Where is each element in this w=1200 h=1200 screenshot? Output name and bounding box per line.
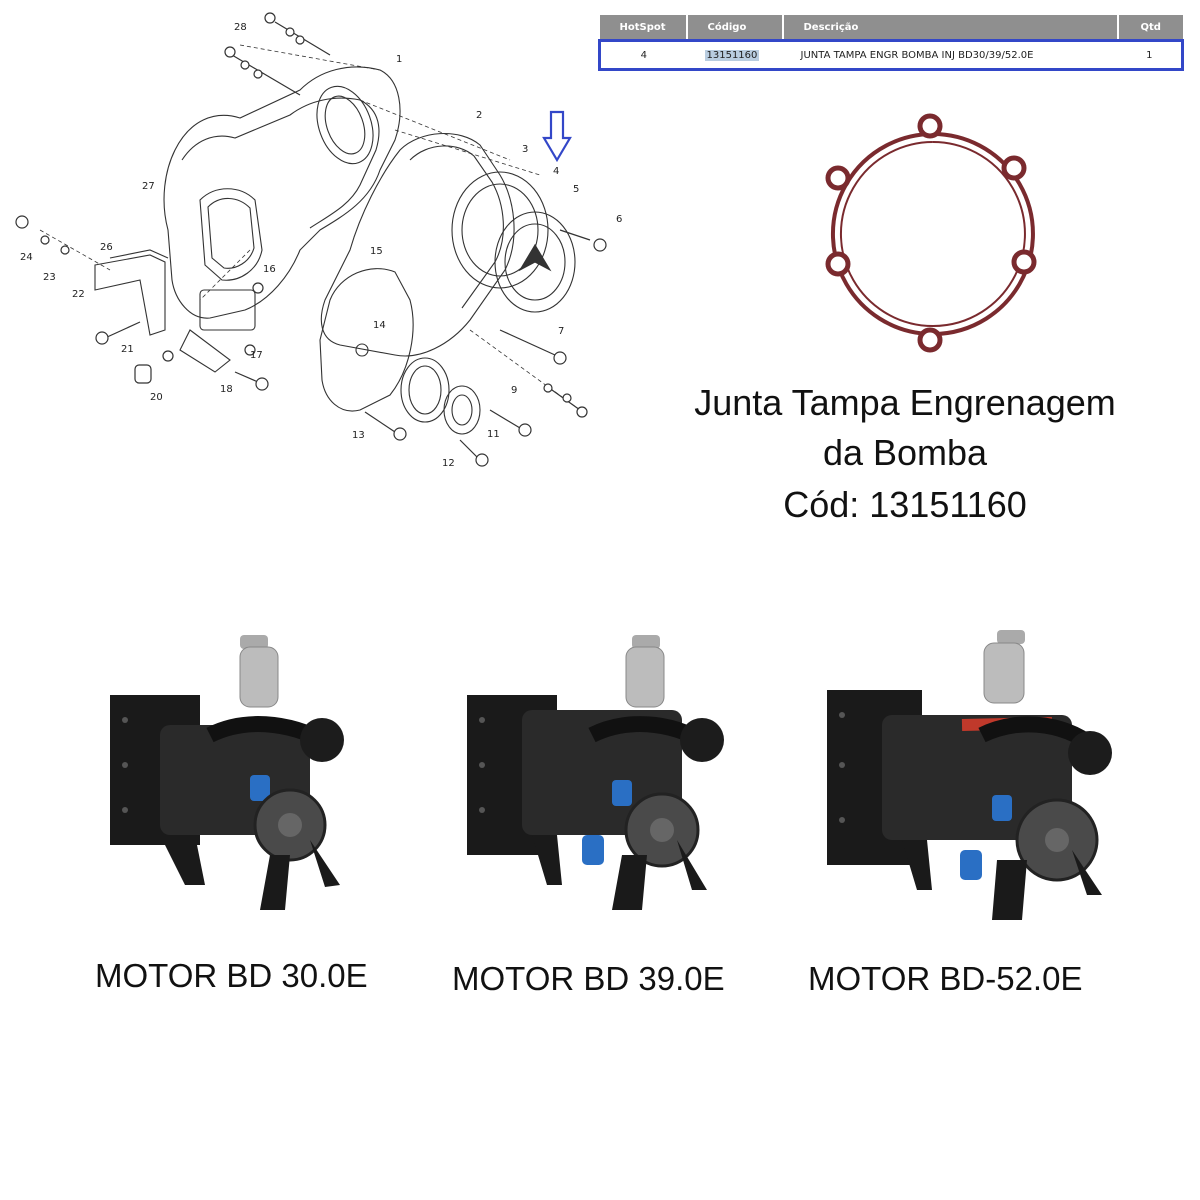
callout-27: 27 bbox=[142, 181, 155, 192]
header-qtd: Qtd bbox=[1117, 15, 1183, 41]
callout-21: 21 bbox=[121, 344, 134, 355]
product-title-line2: da Bomba bbox=[822, 432, 988, 473]
cell-qtd: 1 bbox=[1117, 39, 1184, 71]
callout-23: 23 bbox=[43, 272, 56, 283]
engine-image-bd52 bbox=[822, 625, 1112, 925]
callout-1: 1 bbox=[396, 54, 402, 65]
cell-descricao: JUNTA TAMPA ENGR BOMBA INJ BD30/39/52.0E bbox=[782, 39, 1118, 71]
callout-2: 2 bbox=[476, 110, 482, 121]
engine-image-bd39 bbox=[462, 625, 724, 925]
callout-6: 6 bbox=[616, 214, 622, 225]
callout-14: 14 bbox=[373, 320, 386, 331]
callout-11: 11 bbox=[487, 429, 500, 440]
down-arrow-icon bbox=[542, 110, 572, 163]
callout-12: 12 bbox=[442, 458, 455, 469]
product-title-line1: Junta Tampa Engrenagem bbox=[694, 382, 1116, 423]
product-code: Cód: 13151160 bbox=[783, 484, 1027, 525]
header-hotspot: HotSpot bbox=[599, 15, 688, 41]
callout-18: 18 bbox=[220, 384, 233, 395]
callout-15: 15 bbox=[370, 246, 383, 257]
callout-28: 28 bbox=[234, 22, 247, 33]
engine-label-bd52: MOTOR BD-52.0E bbox=[808, 960, 1083, 997]
callout-13: 13 bbox=[352, 430, 365, 441]
parts-table-header: HotSpot Código Descrição Qtd bbox=[599, 15, 1183, 41]
parts-table: HotSpot Código Descrição Qtd 4 13151160 … bbox=[598, 15, 1184, 71]
callout-22: 22 bbox=[72, 289, 85, 300]
gasket-image bbox=[825, 113, 1037, 353]
cell-hotspot: 4 bbox=[598, 39, 687, 71]
callout-16: 16 bbox=[263, 264, 276, 275]
callout-4: 4 bbox=[553, 166, 559, 177]
code-highlight: 13151160 bbox=[704, 49, 760, 61]
callout-20: 20 bbox=[150, 392, 163, 403]
callout-3: 3 bbox=[522, 144, 528, 155]
callout-5: 5 bbox=[573, 184, 579, 195]
engine-image-bd30 bbox=[100, 625, 360, 925]
engine-label-bd30: MOTOR BD 30.0E bbox=[95, 957, 368, 994]
callout-9: 9 bbox=[511, 385, 517, 396]
callout-24: 24 bbox=[20, 252, 33, 263]
callout-7: 7 bbox=[558, 326, 564, 337]
callout-26: 26 bbox=[100, 242, 113, 253]
cell-codigo: 13151160 bbox=[686, 39, 783, 71]
header-descricao: Descrição bbox=[782, 15, 1119, 41]
callout-17: 17 bbox=[250, 350, 263, 361]
table-row[interactable]: 4 13151160 JUNTA TAMPA ENGR BOMBA INJ BD… bbox=[598, 39, 1184, 71]
engine-label-bd39: MOTOR BD 39.0E bbox=[452, 960, 725, 997]
header-codigo: Código bbox=[686, 15, 784, 41]
